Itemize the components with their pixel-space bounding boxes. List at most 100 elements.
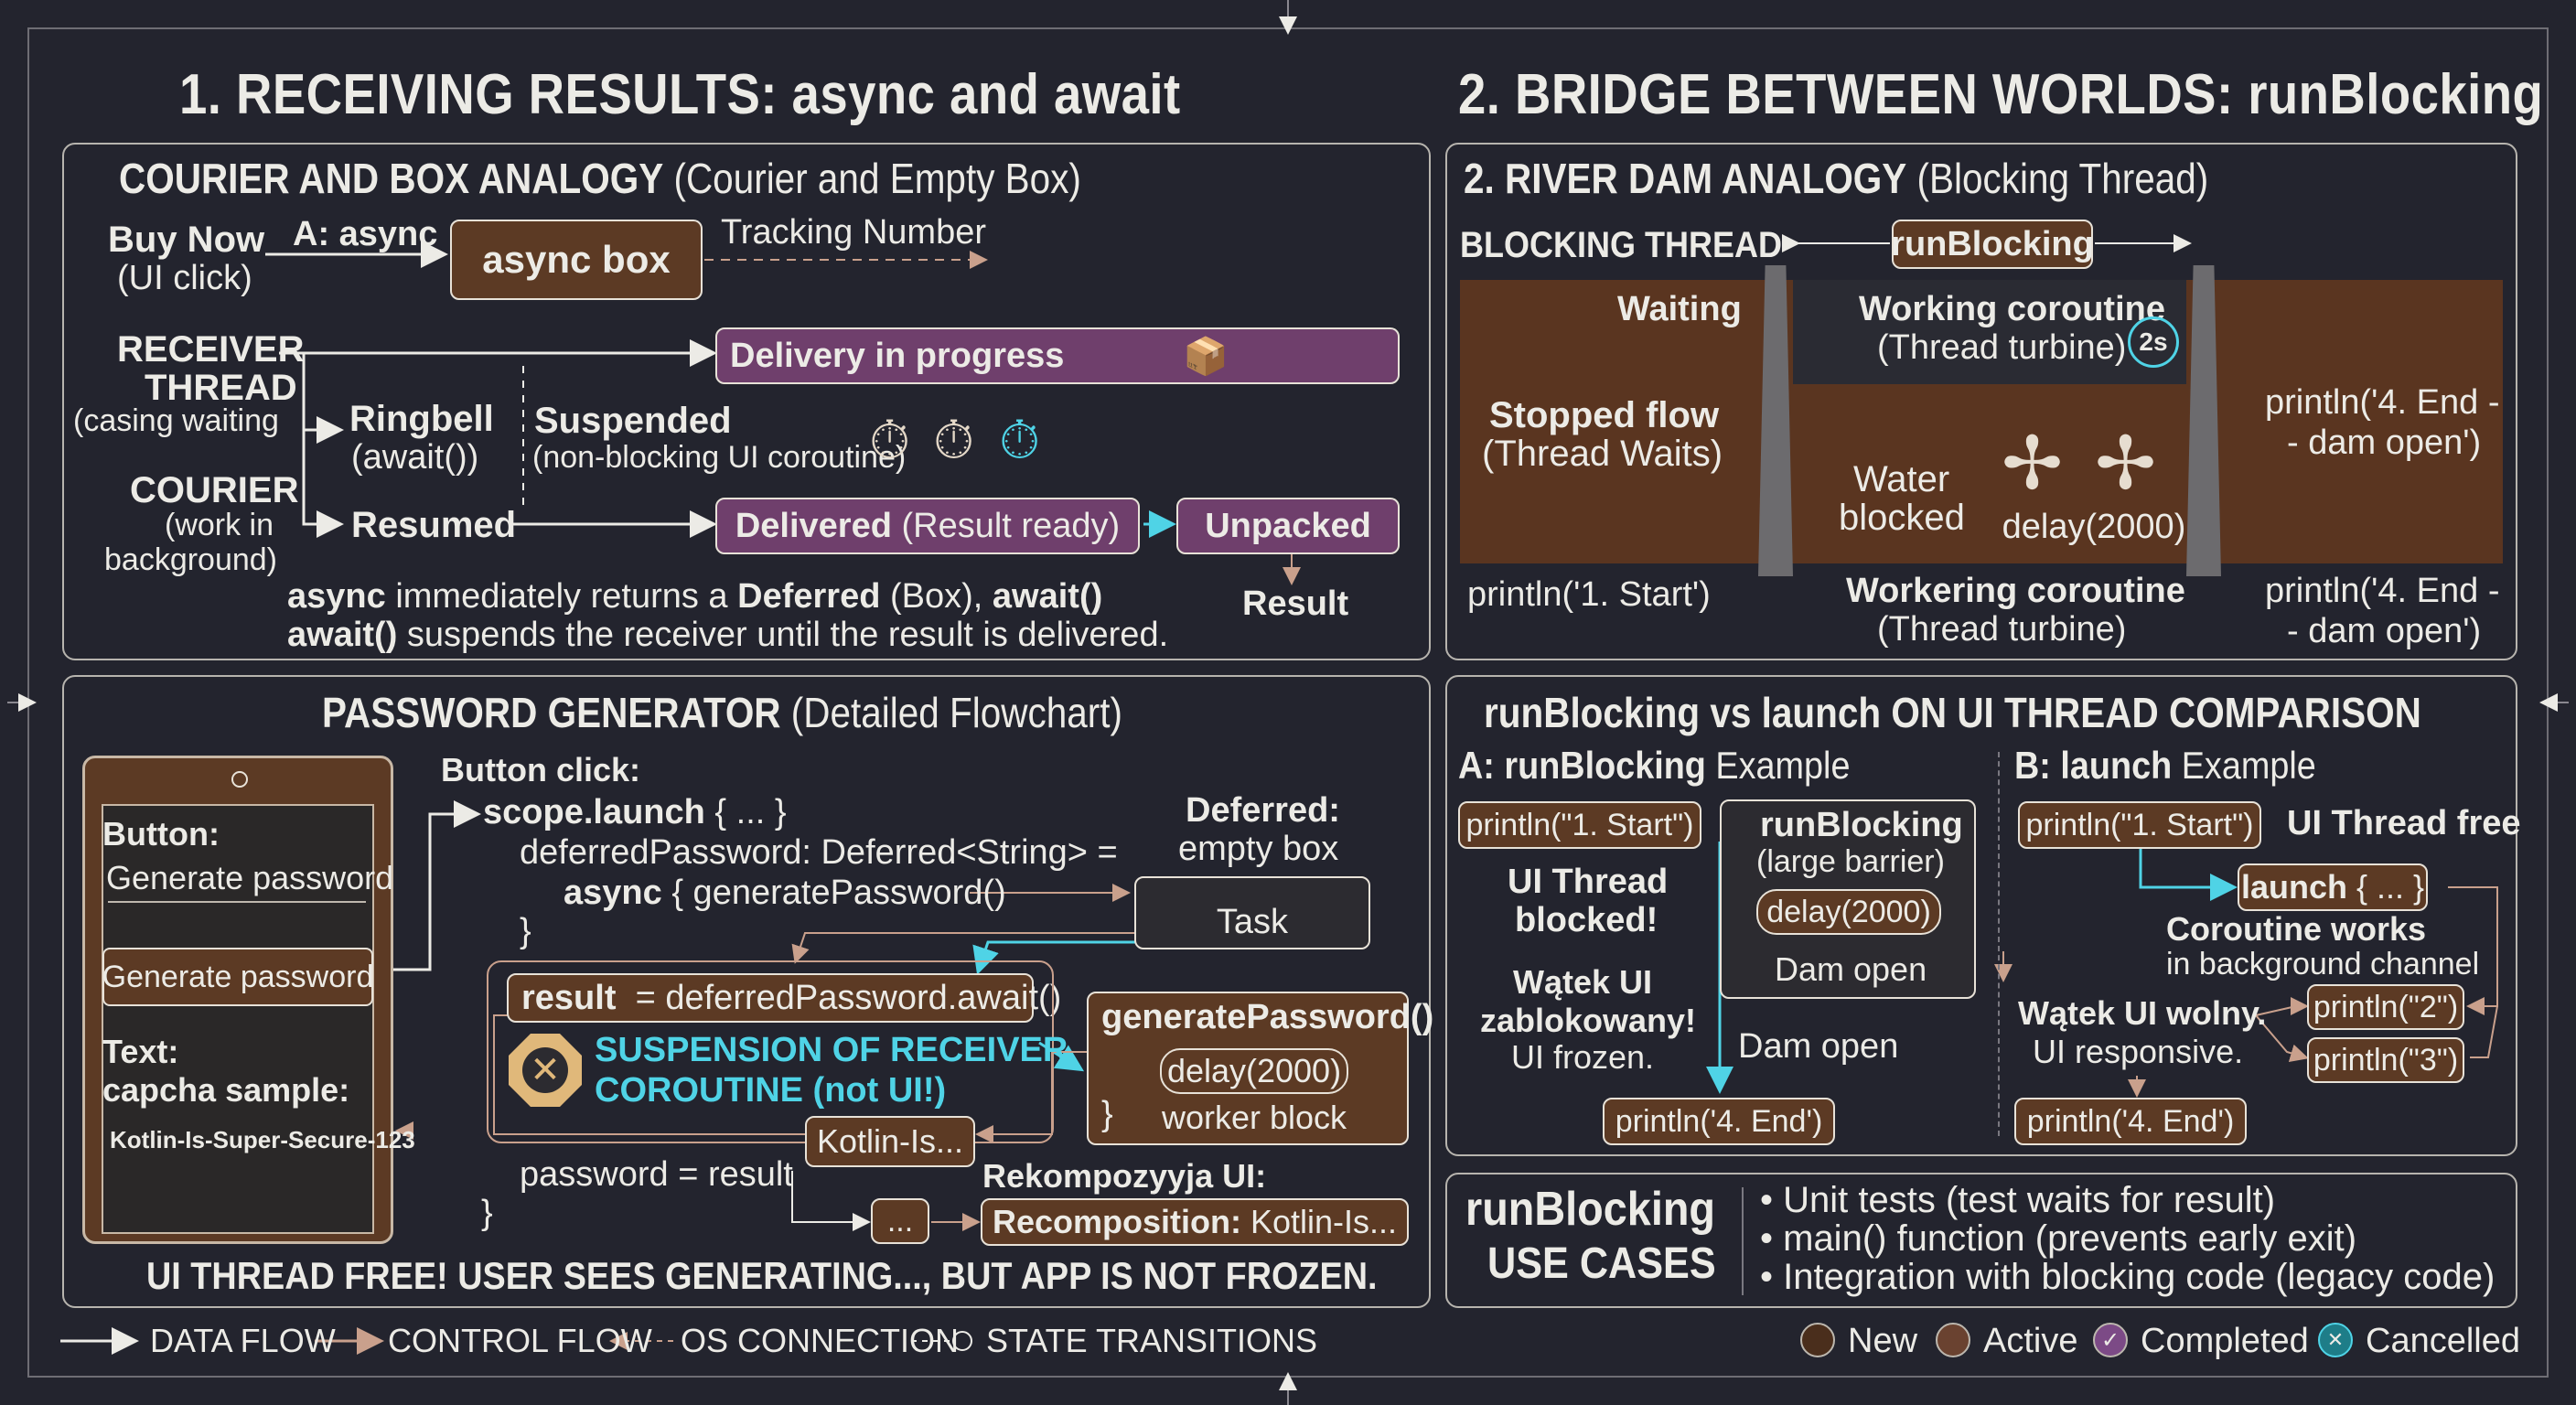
- worker-block-label: worker block: [1162, 1099, 1347, 1136]
- turbine-icon: ✢: [2095, 423, 2157, 504]
- use-cases-panel: [1445, 1173, 2517, 1308]
- section1-title: 1. RECEIVING RESULTS: async and await: [179, 63, 1181, 126]
- phone-screen: [102, 804, 374, 1234]
- ui-thread-free: UI Thread free: [2287, 804, 2521, 842]
- capcha-label: capcha sample:: [102, 1071, 350, 1109]
- stopped-flow-label: Stopped flow: [1489, 395, 1720, 435]
- blocking-thread-label: BLOCKING THREAD: [1460, 225, 1782, 265]
- thread-turbine-label-2: (Thread turbine): [1877, 610, 2127, 649]
- await-call-label: (await()): [351, 438, 479, 477]
- dam-open-label: Dam open: [1738, 1027, 1899, 1066]
- task-box: Task: [1134, 876, 1370, 949]
- casing-waiting-label: (casing waiting: [73, 403, 279, 438]
- cancelled-state-icon: ✕: [2318, 1323, 2353, 1357]
- launch-box: launch { ... }: [2238, 863, 2428, 911]
- use-case-item: • Unit tests (test waits for result): [1760, 1180, 2276, 1220]
- rb-title: runBlocking: [1760, 806, 1963, 844]
- new-state-icon: [1800, 1323, 1835, 1357]
- text-label: Text:: [102, 1033, 179, 1070]
- phone-camera: [231, 771, 248, 788]
- ui-thread-free-banner: UI THREAD FREE! USER SEES GENERATING...,…: [146, 1254, 1378, 1297]
- a-example-header: A: runBlocking Example: [1458, 744, 1851, 787]
- a-async-label: A: async: [293, 215, 438, 253]
- empty-box-label: empty box: [1178, 830, 1339, 868]
- b-start-box: println("1. Start"): [2018, 801, 2261, 849]
- active-state-icon: [1936, 1323, 1970, 1357]
- watek-wolny: Wątek UI wolny.: [2018, 994, 2267, 1032]
- password-result-line: password = result: [520, 1155, 793, 1194]
- buy-now-label: Buy Now: [108, 220, 265, 260]
- async-box: async box: [450, 220, 703, 300]
- use-cases-title-1: runBlocking: [1465, 1183, 1716, 1236]
- println-end-line1: println('4. End -: [2265, 383, 2500, 422]
- ui-click-label: (UI click): [117, 259, 252, 297]
- stopwatch-icon: ⏱: [869, 411, 911, 470]
- button-label: Button:: [102, 815, 220, 853]
- coroutine-works: Coroutine works: [2166, 910, 2427, 948]
- println-3-box: println("3"): [2307, 1037, 2464, 1083]
- println-2-box: println("2"): [2307, 984, 2464, 1030]
- a-end-box: println('4. End'): [1603, 1098, 1835, 1145]
- ui-blocked-1: UI Thread: [1508, 863, 1669, 901]
- rb-subtitle: (large barrier): [1756, 844, 1945, 879]
- courier-analogy-title: COURIER AND BOX ANALOGY (Courier and Emp…: [119, 155, 1081, 202]
- non-blocking-label: (non-blocking UI coroutine): [532, 440, 907, 475]
- watek-1: Wątek UI: [1513, 963, 1653, 1001]
- bg-channel: in background channel: [2166, 947, 2480, 981]
- password-generator-title: PASSWORD GENERATOR (Detailed Flowchart): [322, 689, 1122, 736]
- button-click-label: Button click:: [441, 751, 641, 788]
- ui-blocked-2: blocked!: [1515, 901, 1658, 939]
- dam-analogy-panel: [1445, 143, 2517, 660]
- receiver-label: RECEIVER: [117, 329, 305, 370]
- ui-responsive: UI responsive.: [2033, 1033, 2244, 1070]
- close-brace: }: [481, 1194, 493, 1232]
- note-line-1: async immediately returns a Deferred (Bo…: [287, 577, 1103, 616]
- b-end-box: println('4. End'): [2014, 1098, 2247, 1145]
- legend-state-transitions: STATE TRANSITIONS: [986, 1322, 1318, 1359]
- legend-control-flow: CONTROL FLOW: [388, 1322, 652, 1359]
- working-coroutine-label: Working coroutine: [1859, 290, 2165, 328]
- legend-active: Active: [1983, 1322, 2078, 1360]
- result-label: Result: [1242, 585, 1349, 623]
- courier-label: COURIER: [130, 470, 299, 510]
- legend-cancelled: Cancelled: [2366, 1322, 2520, 1360]
- generate-password-fn: generatePassword(): [1101, 998, 1434, 1036]
- rb-dam-open: Dam open: [1775, 950, 1927, 988]
- password-generator-panel: [62, 675, 1431, 1308]
- work-in-label: (work in: [165, 508, 274, 542]
- rb-delay-pill: delay(2000): [1756, 889, 1941, 935]
- completed-state-icon: ✓: [2093, 1323, 2128, 1357]
- b-example-header: B: launch Example: [2014, 744, 2316, 787]
- a-start-box: println("1. Start"): [1458, 801, 1701, 849]
- println-end-line4: - dam open'): [2287, 612, 2482, 650]
- println-end-line2: - dam open'): [2287, 424, 2482, 462]
- kotlin-is-box: Kotlin-Is...: [805, 1116, 975, 1167]
- result-await-box: result = deferredPassword.await(): [507, 973, 1061, 1023]
- suspension-text-1: SUSPENSION OF RECEIVER: [595, 1031, 1068, 1069]
- legend-new: New: [1848, 1322, 1918, 1360]
- legend-data-flow: DATA FLOW: [150, 1322, 336, 1359]
- river-gap: [1793, 280, 2186, 384]
- courier-analogy-panel: [62, 143, 1431, 660]
- println-start-label: println('1. Start'): [1467, 575, 1711, 614]
- package-icon: 📦: [1183, 336, 1229, 377]
- runblocking-tag: runBlocking: [1891, 220, 2094, 269]
- sample-password: Kotlin-Is-Super-Secure-123: [110, 1126, 415, 1153]
- generate-password-button[interactable]: Generate password: [102, 948, 373, 1006]
- use-cases-title-2: USE CASES: [1487, 1239, 1716, 1288]
- tracking-number-label: Tracking Number: [721, 213, 987, 252]
- deferred-label: Deferred:: [1186, 791, 1340, 830]
- rekomp-label: Rekompozyyja UI:: [982, 1157, 1267, 1195]
- ellipsis-box: ...: [871, 1198, 929, 1244]
- close-brace: }: [1101, 1095, 1113, 1133]
- deferred-line: deferredPassword: Deferred<String> =: [520, 833, 1118, 872]
- delay-pill: delay(2000): [1160, 1048, 1348, 1094]
- comparison-title: runBlocking vs launch ON UI THREAD COMPA…: [1484, 689, 2421, 736]
- dam-delay-label: delay(2000): [2002, 507, 2186, 546]
- stopwatch-icon: ⏱: [999, 411, 1041, 470]
- legend-os-connection: OS CONNECTION: [681, 1322, 960, 1359]
- recomposition-box: Recomposition: Kotlin-Is...: [981, 1198, 1409, 1246]
- watek-2: zablokowany!: [1480, 1002, 1697, 1039]
- thread-label: THREAD: [145, 368, 297, 408]
- legend-completed: Completed: [2141, 1322, 2309, 1360]
